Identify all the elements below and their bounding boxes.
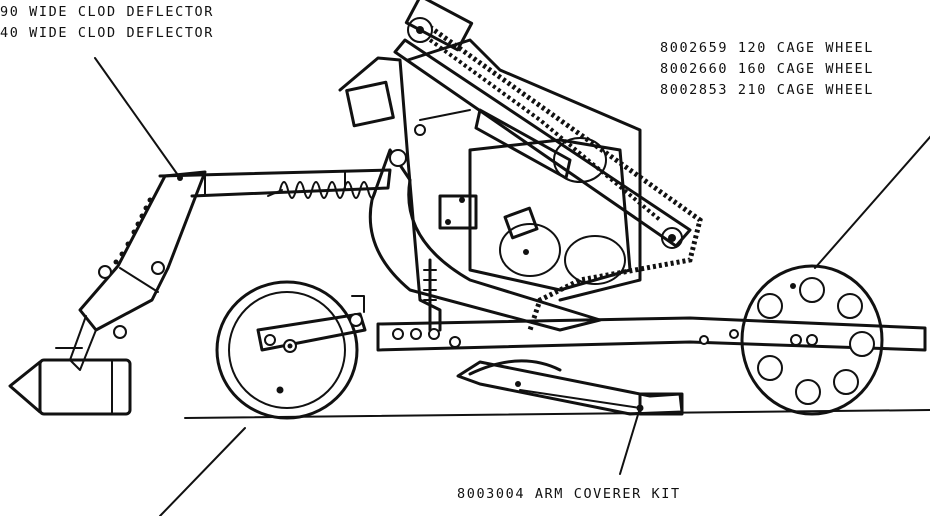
chain-drive	[407, 17, 703, 331]
arm-coverer-callout: 8003004 ARM COVERER KIT	[457, 486, 681, 502]
clod-deflector-bracket	[55, 170, 207, 371]
arm-coverer-assembly	[456, 359, 684, 416]
leader-lines	[94, 57, 930, 516]
press-wheel	[215, 280, 359, 420]
seed-meter-housing	[438, 138, 632, 292]
clod-deflector-callout: 90 WIDE CLOD DEFLECTOR 40 WIDE CLOD DEFL…	[0, 2, 214, 44]
press-wheel-leader	[159, 427, 246, 516]
lower-frame-bar	[376, 316, 927, 352]
cage-wheel-leader	[814, 135, 930, 269]
drive-arm	[393, 0, 692, 248]
clod-deflector-90-label: 90 WIDE CLOD DEFLECTOR	[0, 4, 215, 20]
cage-wheel-210-label: 8002853 210 CAGE WHEEL	[660, 82, 875, 98]
cage-wheel-120-label: 8002659 120 CAGE WHEEL	[660, 40, 875, 56]
cage-wheel-160-label: 8002660 160 CAGE WHEEL	[660, 61, 875, 77]
cage-wheel-callout: 8002659 120 CAGE WHEEL 8002660 160 CAGE …	[660, 38, 874, 101]
clod-deflector-leader	[94, 57, 181, 179]
main-frame-arm	[368, 148, 602, 332]
cage-wheel	[740, 264, 884, 416]
opener-shank	[423, 258, 437, 332]
ground-line	[184, 409, 930, 419]
arm-coverer-leader	[619, 407, 641, 475]
clod-deflector-40-label: 40 WIDE CLOD DEFLECTOR	[0, 25, 215, 41]
down-pressure-spring	[267, 181, 377, 199]
gauge-wheel-arm	[256, 295, 367, 353]
row-cleaner	[8, 358, 132, 416]
